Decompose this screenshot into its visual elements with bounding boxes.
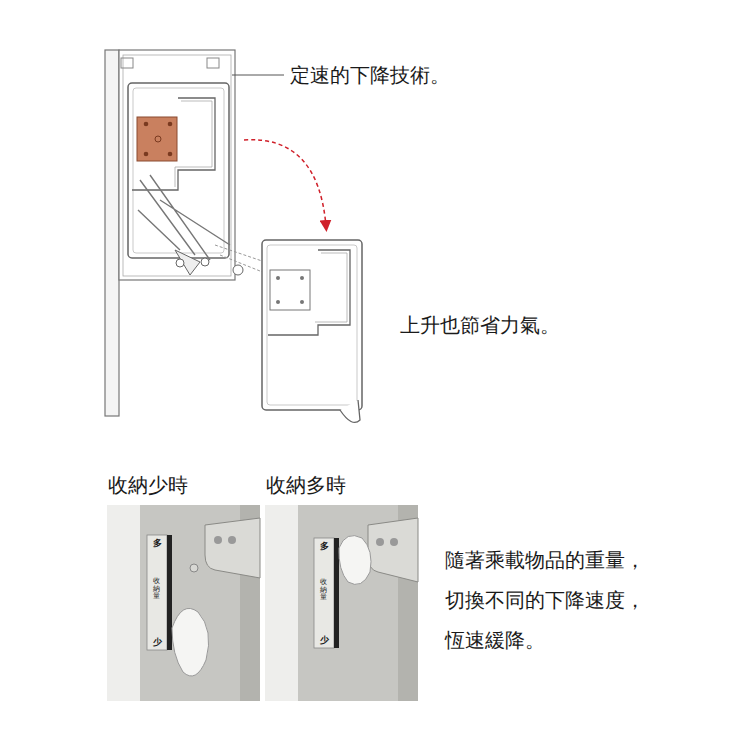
description-text: 隨著乘載物品的重量， 切換不同的下降速度， 恆速緩降。 (445, 540, 715, 660)
scale-mark: 多 (318, 541, 330, 551)
callout-text: 上升也節省力氣。 (400, 312, 560, 338)
scale-label: 收納量 (153, 578, 160, 601)
photo-caption: 收納少時 (108, 472, 188, 498)
scale-mark: 多 (151, 538, 163, 548)
scale-mark: 少 (151, 637, 163, 647)
photo-caption: 收納多時 (266, 472, 346, 498)
scale-label: 收納量 (320, 579, 327, 602)
callout-text: 定速的下降技術。 (290, 62, 450, 88)
scale-mark: 少 (318, 635, 330, 645)
